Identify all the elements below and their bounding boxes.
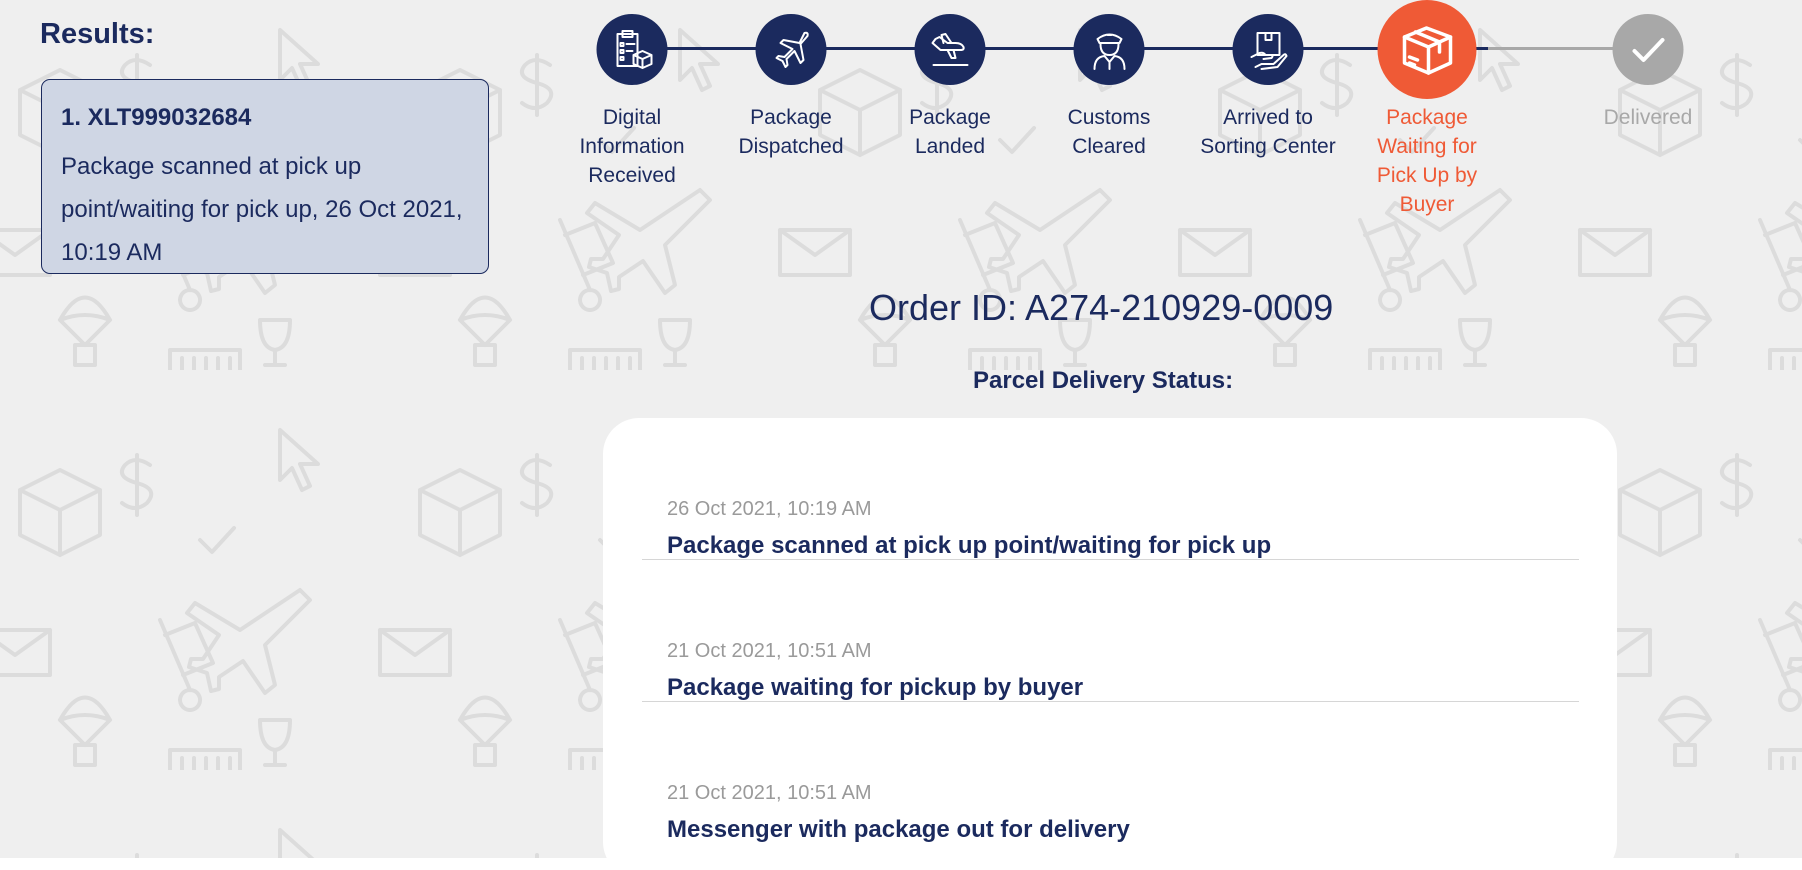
airplane-landing-icon bbox=[931, 32, 968, 66]
step-label: Package Dispatched bbox=[738, 106, 844, 158]
airplane-takeoff-icon bbox=[775, 31, 809, 68]
results-heading: Results: bbox=[40, 18, 155, 50]
step-label: Delivered bbox=[1603, 106, 1693, 129]
event-title: Messenger with package out for delivery bbox=[667, 816, 1130, 843]
parcel-delivery-status-heading: Parcel Delivery Status: bbox=[973, 367, 1234, 394]
status-history-panel: 26 Oct 2021, 10:19 AM Package scanned at… bbox=[603, 418, 1617, 858]
status-event: 21 Oct 2021, 10:51 AM Messenger with pac… bbox=[642, 702, 1579, 844]
step-circle bbox=[755, 14, 827, 85]
result-tracking-number: 1. XLT999032684 bbox=[61, 104, 252, 131]
step-circle-current bbox=[1377, 0, 1477, 99]
step-circle bbox=[1232, 14, 1304, 85]
event-date: 21 Oct 2021, 10:51 AM bbox=[667, 640, 872, 662]
event-divider bbox=[642, 559, 1579, 560]
track-line-completed bbox=[632, 47, 1488, 50]
open-box-icon bbox=[1402, 25, 1452, 75]
track-line-pending bbox=[1488, 47, 1648, 50]
event-title: Package waiting for pickup by buyer bbox=[667, 674, 1084, 701]
box-in-hand-icon bbox=[1250, 31, 1287, 70]
customs-officer-icon bbox=[1093, 33, 1125, 70]
step-circle-pending bbox=[1612, 14, 1684, 85]
step-label: Package Waiting for Pick Up by Buyer bbox=[1376, 106, 1478, 216]
event-date: 26 Oct 2021, 10:19 AM bbox=[667, 498, 872, 520]
result-item[interactable]: 1. XLT999032684 Package scanned at pick … bbox=[41, 79, 489, 274]
step-circle bbox=[914, 14, 986, 85]
step-circle bbox=[596, 14, 668, 85]
step-label: Customs Cleared bbox=[1067, 106, 1151, 158]
step-label: Arrived to Sorting Center bbox=[1200, 106, 1336, 158]
step-label: Digital Information Received bbox=[579, 106, 685, 187]
status-event: 26 Oct 2021, 10:19 AM Package scanned at… bbox=[642, 418, 1579, 560]
result-latest-status: Package scanned at pick up point/waiting… bbox=[61, 153, 463, 266]
status-event: 21 Oct 2021, 10:51 AM Package waiting fo… bbox=[642, 560, 1579, 702]
event-date: 21 Oct 2021, 10:51 AM bbox=[667, 782, 872, 804]
clipboard-box-icon bbox=[616, 29, 652, 69]
order-id: Order ID: A274-210929-0009 bbox=[869, 287, 1334, 328]
progress-tracker: Digital Information Received Package Dis… bbox=[560, 0, 1692, 230]
checkmark-icon bbox=[1632, 37, 1664, 62]
step-circle bbox=[1073, 14, 1145, 85]
step-label: Package Landed bbox=[909, 106, 991, 158]
event-divider bbox=[642, 701, 1579, 702]
event-title: Package scanned at pick up point/waiting… bbox=[667, 532, 1272, 559]
